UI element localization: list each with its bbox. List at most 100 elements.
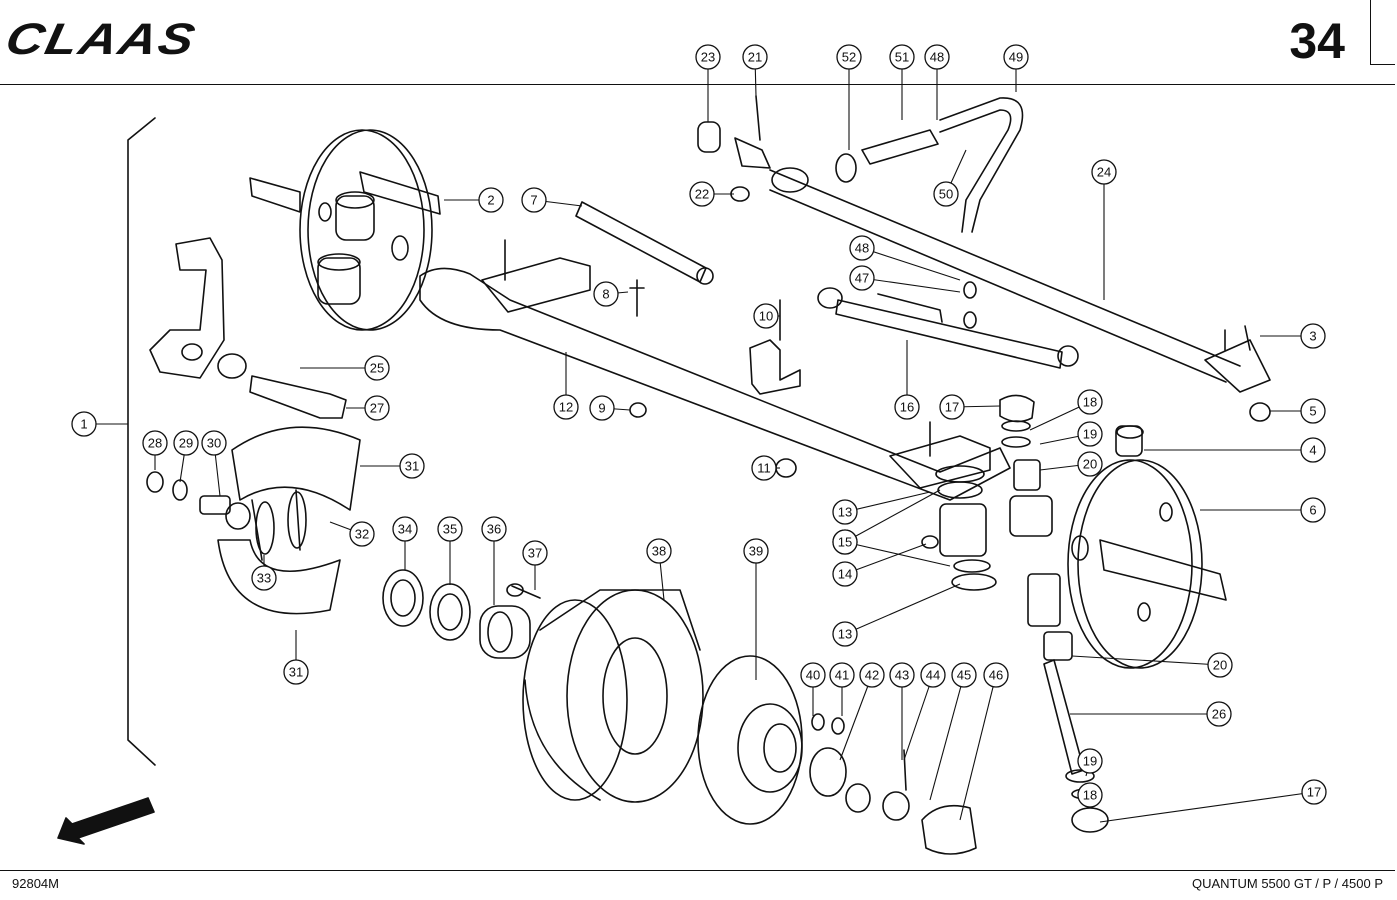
callout-circle — [800, 662, 826, 688]
callout-10: 10 — [753, 303, 779, 329]
callout-number: 12 — [559, 400, 573, 415]
callout-number: 18 — [1083, 395, 1097, 410]
callout-number: 23 — [701, 50, 715, 65]
callout-50: 50 — [933, 181, 959, 207]
callout-20: 20 — [1077, 451, 1103, 477]
callout-number: 40 — [806, 668, 820, 683]
callout-number: 15 — [838, 535, 852, 550]
callout-circle — [832, 529, 858, 555]
callout-52: 52 — [836, 44, 862, 70]
callout-number: 10 — [759, 309, 773, 324]
callout-32: 32 — [349, 521, 375, 547]
callout-number: 48 — [855, 241, 869, 256]
callout-leader — [844, 583, 961, 635]
callout-27: 27 — [364, 395, 390, 421]
steering-arm-left — [149, 237, 347, 419]
group-bracket-1 — [127, 117, 156, 766]
callout-47: 47 — [849, 265, 875, 291]
callout-29: 29 — [173, 430, 199, 456]
callout-circle — [849, 265, 875, 291]
callout-circle — [753, 303, 779, 329]
callout-circle — [1300, 437, 1326, 463]
callout-41: 41 — [829, 662, 855, 688]
callout-circle — [832, 499, 858, 525]
callout-33: 33 — [251, 565, 277, 591]
callout-number: 17 — [1307, 785, 1321, 800]
callout-leader — [839, 674, 873, 761]
callout-48: 48 — [849, 235, 875, 261]
tie-rod — [769, 167, 1271, 422]
callout-circle — [889, 44, 915, 70]
callout-circle — [859, 662, 885, 688]
callout-48: 48 — [924, 44, 950, 70]
callout-circle — [695, 44, 721, 70]
callout-circle — [832, 621, 858, 647]
callout-leader — [844, 491, 931, 513]
callout-number: 31 — [405, 459, 419, 474]
callout-40: 40 — [800, 662, 826, 688]
callout-number: 14 — [838, 567, 852, 582]
callout-6: 6 — [1300, 497, 1326, 523]
callout-circle — [478, 187, 504, 213]
callout-circle — [1300, 398, 1326, 424]
callout-leader — [903, 674, 934, 761]
callout-circle — [1077, 782, 1103, 808]
callout-11: 11 — [751, 455, 777, 481]
footer-rule — [0, 870, 1395, 871]
callout-circle — [593, 281, 619, 307]
callout-number: 43 — [895, 668, 909, 683]
callout-circle — [481, 516, 507, 542]
callout-circle — [983, 662, 1009, 688]
callout-31: 31 — [283, 659, 309, 685]
model-label: QUANTUM 5500 GT / P / 4500 P — [1192, 876, 1383, 891]
stub-axle-hub-left — [249, 129, 441, 331]
callout-circle — [924, 44, 950, 70]
callout-circle — [646, 538, 672, 564]
callout-37: 37 — [522, 540, 548, 566]
callout-number: 26 — [1212, 707, 1226, 722]
callout-5: 5 — [1300, 398, 1326, 424]
callout-circle — [399, 453, 425, 479]
callout-8: 8 — [593, 281, 619, 307]
callout-circle — [1077, 748, 1103, 774]
callout-19: 19 — [1077, 748, 1103, 774]
callout-number: 21 — [748, 50, 762, 65]
callout-number: 39 — [749, 544, 763, 559]
callout-circle — [933, 181, 959, 207]
callout-3: 3 — [1300, 323, 1326, 349]
callout-circle — [589, 395, 615, 421]
callout-number: 34 — [398, 522, 412, 537]
callout-circle — [364, 355, 390, 381]
callout-43: 43 — [889, 662, 915, 688]
header-rule — [0, 0, 1395, 85]
callout-number: 49 — [1009, 50, 1023, 65]
callout-number: 6 — [1309, 503, 1316, 518]
callout-13: 13 — [832, 621, 858, 647]
callout-number: 47 — [855, 271, 869, 286]
callout-number: 8 — [602, 287, 609, 302]
callout-22: 22 — [689, 181, 715, 207]
callout-13: 13 — [832, 499, 858, 525]
callout-45: 45 — [951, 662, 977, 688]
callout-number: 16 — [900, 400, 914, 415]
callout-circle — [836, 44, 862, 70]
callout-number: 5 — [1309, 404, 1316, 419]
callout-number: 32 — [355, 527, 369, 542]
callout-number: 31 — [289, 665, 303, 680]
callout-number: 7 — [530, 193, 537, 208]
callout-circle — [349, 521, 375, 547]
direction-arrow — [57, 797, 155, 845]
callout-circle — [742, 44, 768, 70]
callout-circle — [849, 235, 875, 261]
brake-shoes — [146, 426, 361, 615]
stub-axle-hub-right — [1067, 425, 1227, 669]
callout-number: 13 — [838, 627, 852, 642]
callout-circle — [743, 538, 769, 564]
callout-38: 38 — [646, 538, 672, 564]
callout-circle — [1091, 159, 1117, 185]
callout-leader — [844, 541, 951, 567]
callout-25: 25 — [364, 355, 390, 381]
callout-number: 35 — [443, 522, 457, 537]
callout-number: 52 — [842, 50, 856, 65]
